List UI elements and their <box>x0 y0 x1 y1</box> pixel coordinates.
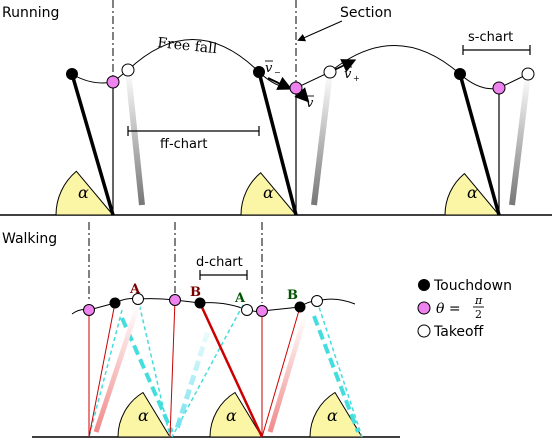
legend-theta-dot <box>417 301 431 315</box>
walking-title: Walking <box>2 231 57 247</box>
legend-touchdown-label: Touchdown <box>433 278 512 294</box>
walking-midstance-2 <box>169 294 181 306</box>
running-takeoff-3 <box>521 67 535 81</box>
free-fall-label: Free fall <box>157 35 219 57</box>
running-sector-2 <box>240 172 298 216</box>
walking-label-a-1: A <box>129 282 141 297</box>
v-label: v <box>306 95 314 111</box>
walking-touchdown-3 <box>294 301 306 313</box>
running-midstance-2 <box>289 81 303 95</box>
legend: Touchdown θ = π 2 Takeoff <box>417 278 512 340</box>
section-pointer-arrow <box>297 20 343 42</box>
walking-pink-grad-2 <box>267 315 308 433</box>
running-alpha-2: α <box>263 183 274 202</box>
d-chart-label: d-chart <box>196 255 243 270</box>
walking-red-leg-5 <box>261 306 301 438</box>
running-midstance-1 <box>106 75 120 89</box>
walking-label-a-2: A <box>234 291 246 306</box>
svg-text:π: π <box>474 294 483 307</box>
running-sector-1 <box>55 170 115 216</box>
svg-text:v: v <box>344 67 352 82</box>
walking-red-leg-2 <box>88 302 116 438</box>
walking-midstance-3 <box>256 305 268 317</box>
running-takeoff-2 <box>323 65 337 79</box>
running-title: Running <box>2 5 59 21</box>
running-touchdown-1 <box>66 68 78 80</box>
walking-takeoff-1 <box>132 293 144 305</box>
walking-red-leg-main <box>198 302 264 438</box>
walking-cyan-dash-1 <box>88 309 123 438</box>
walking-alpha-2: α <box>226 406 237 425</box>
walking-cyan-thick-2 <box>312 315 360 433</box>
running-alpha-1: α <box>78 183 89 202</box>
walking-touchdown-2 <box>194 297 206 309</box>
walking-sector-2 <box>209 391 263 438</box>
svg-text:v: v <box>306 96 314 111</box>
walking-sector-1 <box>117 391 171 438</box>
svg-text:−: − <box>274 68 281 77</box>
walking-panel: Walking α α α <box>2 222 400 438</box>
svg-text:2: 2 <box>475 308 482 321</box>
walking-alpha-3: α <box>327 406 338 425</box>
walking-cyan-dash-4 <box>316 300 363 438</box>
legend-theta-label: θ = π 2 <box>436 294 484 321</box>
running-leg-2-shadow <box>311 71 333 206</box>
running-velocity-minus-arrow <box>267 76 293 90</box>
svg-text:θ =: θ = <box>436 301 461 317</box>
legend-touchdown-dot <box>418 279 430 291</box>
walking-sector-3 <box>309 391 363 438</box>
legend-takeoff-label: Takeoff <box>433 324 484 340</box>
s-chart-label: s-chart <box>468 30 513 45</box>
running-midstance-3 <box>492 81 506 95</box>
walking-alpha-1: α <box>138 406 149 425</box>
walking-takeoff-2 <box>241 304 253 316</box>
walking-takeoff-3 <box>311 295 323 307</box>
running-sector-3 <box>444 172 501 216</box>
walking-cyan-thick-1 <box>120 317 174 433</box>
v-minus-label: v − <box>265 60 281 77</box>
walking-red-leg-3 <box>169 299 176 438</box>
running-leg-2 <box>257 71 298 216</box>
legend-takeoff-dot <box>417 324 431 338</box>
running-panel: Running α α α <box>0 0 552 216</box>
running-alpha-3: α <box>467 183 478 202</box>
v-plus-label: v + <box>344 66 360 83</box>
running-touchdown-3 <box>454 68 466 80</box>
walking-pink-grad-1 <box>93 304 141 433</box>
walking-touchdown-1 <box>109 297 121 309</box>
running-leg-3-shadow <box>509 73 531 206</box>
walking-label-b-1: B <box>190 285 201 300</box>
running-touchdown-2 <box>253 66 265 78</box>
walking-midstance-1 <box>83 304 95 316</box>
svg-text:+: + <box>353 74 360 83</box>
running-leg-1 <box>70 73 115 216</box>
walking-label-b-2: B <box>287 288 298 303</box>
svg-text:v: v <box>265 61 273 76</box>
running-leg-3 <box>458 73 501 216</box>
ff-chart-label: ff-chart <box>160 137 207 152</box>
walking-cyan-dash-3 <box>171 304 244 438</box>
running-leg-1-shadow <box>125 69 145 206</box>
running-takeoff-1 <box>121 63 135 77</box>
walking-cyan-dash-2 <box>137 298 171 438</box>
walking-cyan-grad-1 <box>173 317 215 433</box>
section-label: Section <box>340 5 392 21</box>
running-trajectory <box>71 39 529 90</box>
